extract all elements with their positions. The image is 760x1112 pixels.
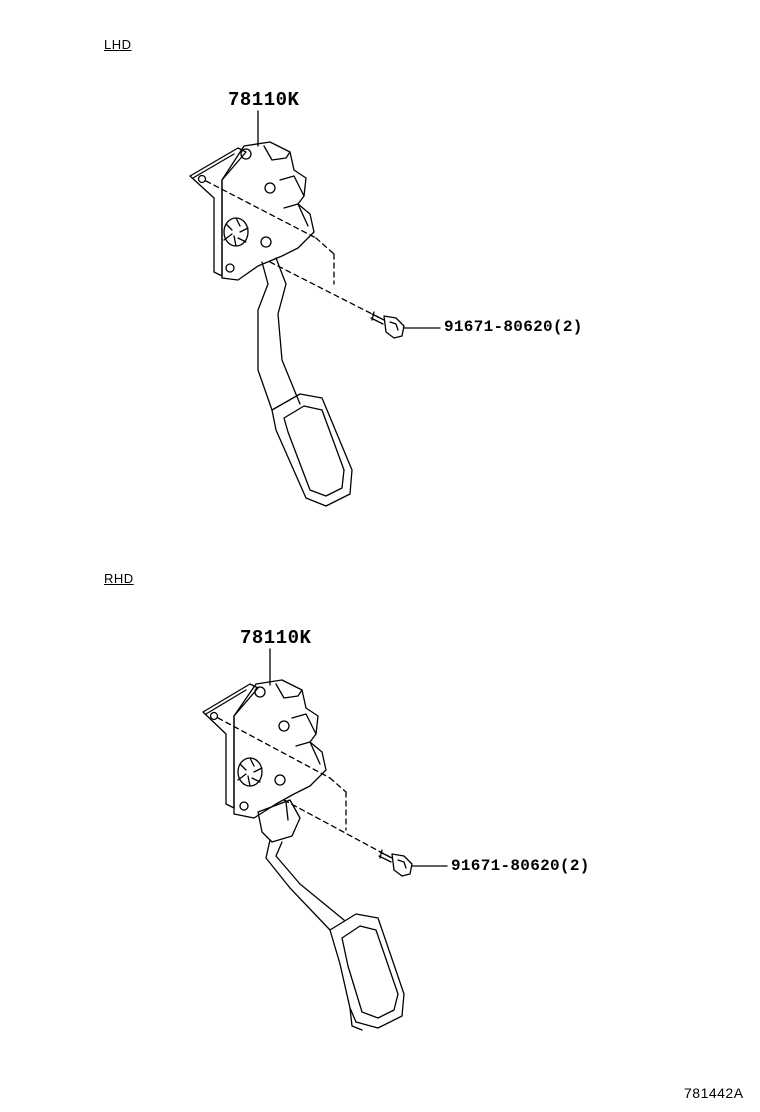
illustration-id: 781442A — [684, 1085, 744, 1101]
sensor-housing-rhd — [233, 679, 327, 819]
sensor-housing-lhd — [221, 141, 315, 281]
bracket-hole-lhd — [197, 174, 207, 184]
fixing-lines-lhd — [205, 180, 381, 319]
bracket-hole-rhd — [209, 711, 219, 721]
section-header-rhd: RHD — [104, 571, 134, 586]
return-spring-lhd — [223, 217, 249, 247]
bolt-label-lhd[interactable]: 91671-80620(2) — [444, 318, 583, 336]
pedal-pad-rhd — [329, 913, 405, 1029]
bolt-label-rhd[interactable]: 91671-80620(2) — [451, 857, 590, 875]
pedal-arm-lhd — [257, 261, 273, 411]
accelerator-pedal-assembly-rhd[interactable] — [202, 648, 405, 1031]
bolt-icon-rhd[interactable] — [378, 849, 448, 877]
return-spring-rhd — [237, 757, 263, 787]
bracket-plate-lhd — [189, 147, 247, 277]
accelerator-pedal-assembly-lhd[interactable] — [189, 110, 353, 507]
bolt-icon-lhd[interactable] — [370, 311, 441, 339]
pedal-pad-lhd — [271, 393, 353, 507]
section-header-lhd: LHD — [104, 37, 132, 52]
connector-rhd — [257, 799, 301, 843]
part-number-lhd[interactable]: 78110K — [228, 89, 300, 111]
pedal-arm-rhd — [265, 839, 331, 931]
part-number-rhd[interactable]: 78110K — [240, 627, 312, 649]
fixing-lines-rhd — [217, 717, 389, 857]
bracket-plate-rhd — [202, 683, 259, 809]
